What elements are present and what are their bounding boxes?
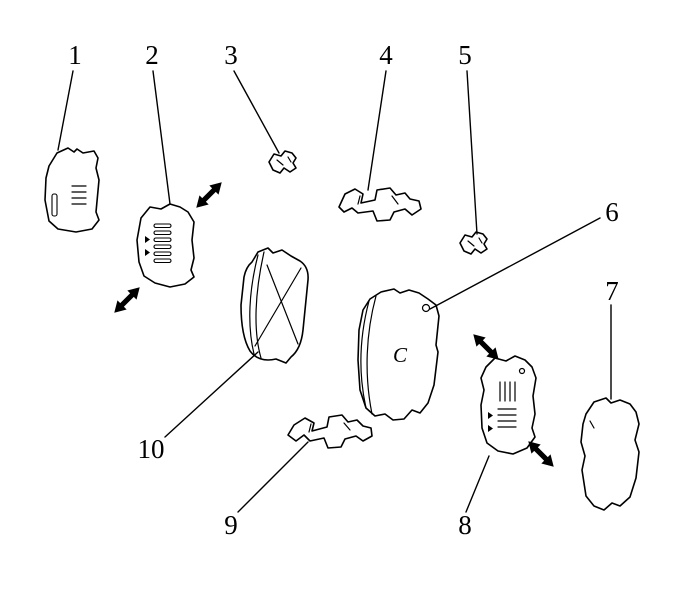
part-outline <box>338 187 422 222</box>
spring-tab <box>488 412 493 419</box>
part-outline <box>480 355 537 455</box>
part-9-spring-clip <box>287 414 373 449</box>
shim-slot <box>153 244 172 250</box>
callout-8: 8 <box>458 510 472 540</box>
leader-line-10 <box>164 351 259 438</box>
double-arrow-icon <box>523 436 559 472</box>
shim-slot <box>153 230 172 236</box>
spring-tab <box>145 236 150 243</box>
lining-contour <box>255 251 265 359</box>
shim-hole <box>518 367 526 375</box>
leader-line-9 <box>237 441 309 513</box>
pad-letter: C <box>393 343 408 367</box>
shim-slot <box>153 258 172 264</box>
part-10-pad-assembly <box>240 247 309 364</box>
callout-9: 9 <box>224 510 238 540</box>
callout-5: 5 <box>458 40 472 70</box>
shim-slot <box>153 251 172 257</box>
leader-line-8 <box>465 455 490 513</box>
leader-line-4 <box>367 70 387 191</box>
double-arrow-icon <box>468 329 504 365</box>
callout-6: 6 <box>605 197 619 227</box>
pad-hole <box>421 303 431 313</box>
part-outline <box>268 150 297 174</box>
part-outline <box>240 247 309 364</box>
leader-line-5 <box>466 70 478 235</box>
part-8-inner-shim <box>480 355 537 455</box>
cross-line <box>266 264 299 345</box>
part-outline <box>459 231 488 255</box>
double-arrow-icon <box>109 282 145 318</box>
part-2-inner-shim <box>136 203 195 288</box>
clip-detail <box>276 156 292 166</box>
spring-tab <box>145 249 150 256</box>
part-7-backing-plate <box>580 397 640 511</box>
part-1-outer-shim <box>44 147 100 233</box>
part-4-spring-clip <box>338 187 422 222</box>
part-outline <box>580 397 640 511</box>
callout-2: 2 <box>145 40 159 70</box>
leader-line-3 <box>233 70 280 154</box>
callout-4: 4 <box>379 40 393 70</box>
shim-slot <box>51 193 58 217</box>
clip-detail <box>467 237 483 247</box>
callout-3: 3 <box>224 40 238 70</box>
lining-contour <box>360 300 370 409</box>
lining-contour <box>366 295 377 415</box>
callout-7: 7 <box>605 276 619 306</box>
clip-detail <box>308 422 351 433</box>
spring-tab <box>488 425 493 432</box>
callout-1: 1 <box>68 40 82 70</box>
leader-line-6 <box>429 217 601 310</box>
shim-slot <box>153 237 172 243</box>
part-6-brake-pad: C <box>357 288 440 421</box>
shim-slot <box>153 223 172 229</box>
leader-line-1 <box>57 70 74 151</box>
leader-line-2 <box>152 70 171 205</box>
callout-10: 10 <box>138 434 165 464</box>
part-outline <box>287 414 373 449</box>
plate-detail <box>589 420 595 429</box>
part-outline <box>44 147 100 233</box>
clip-detail <box>357 195 399 205</box>
lining-contour <box>249 254 259 355</box>
double-arrow-icon <box>191 177 227 213</box>
part-5-retainer-clip <box>459 231 488 255</box>
part-3-retainer-clip <box>268 150 297 174</box>
part-outline <box>357 288 440 421</box>
cross-line <box>254 267 302 347</box>
